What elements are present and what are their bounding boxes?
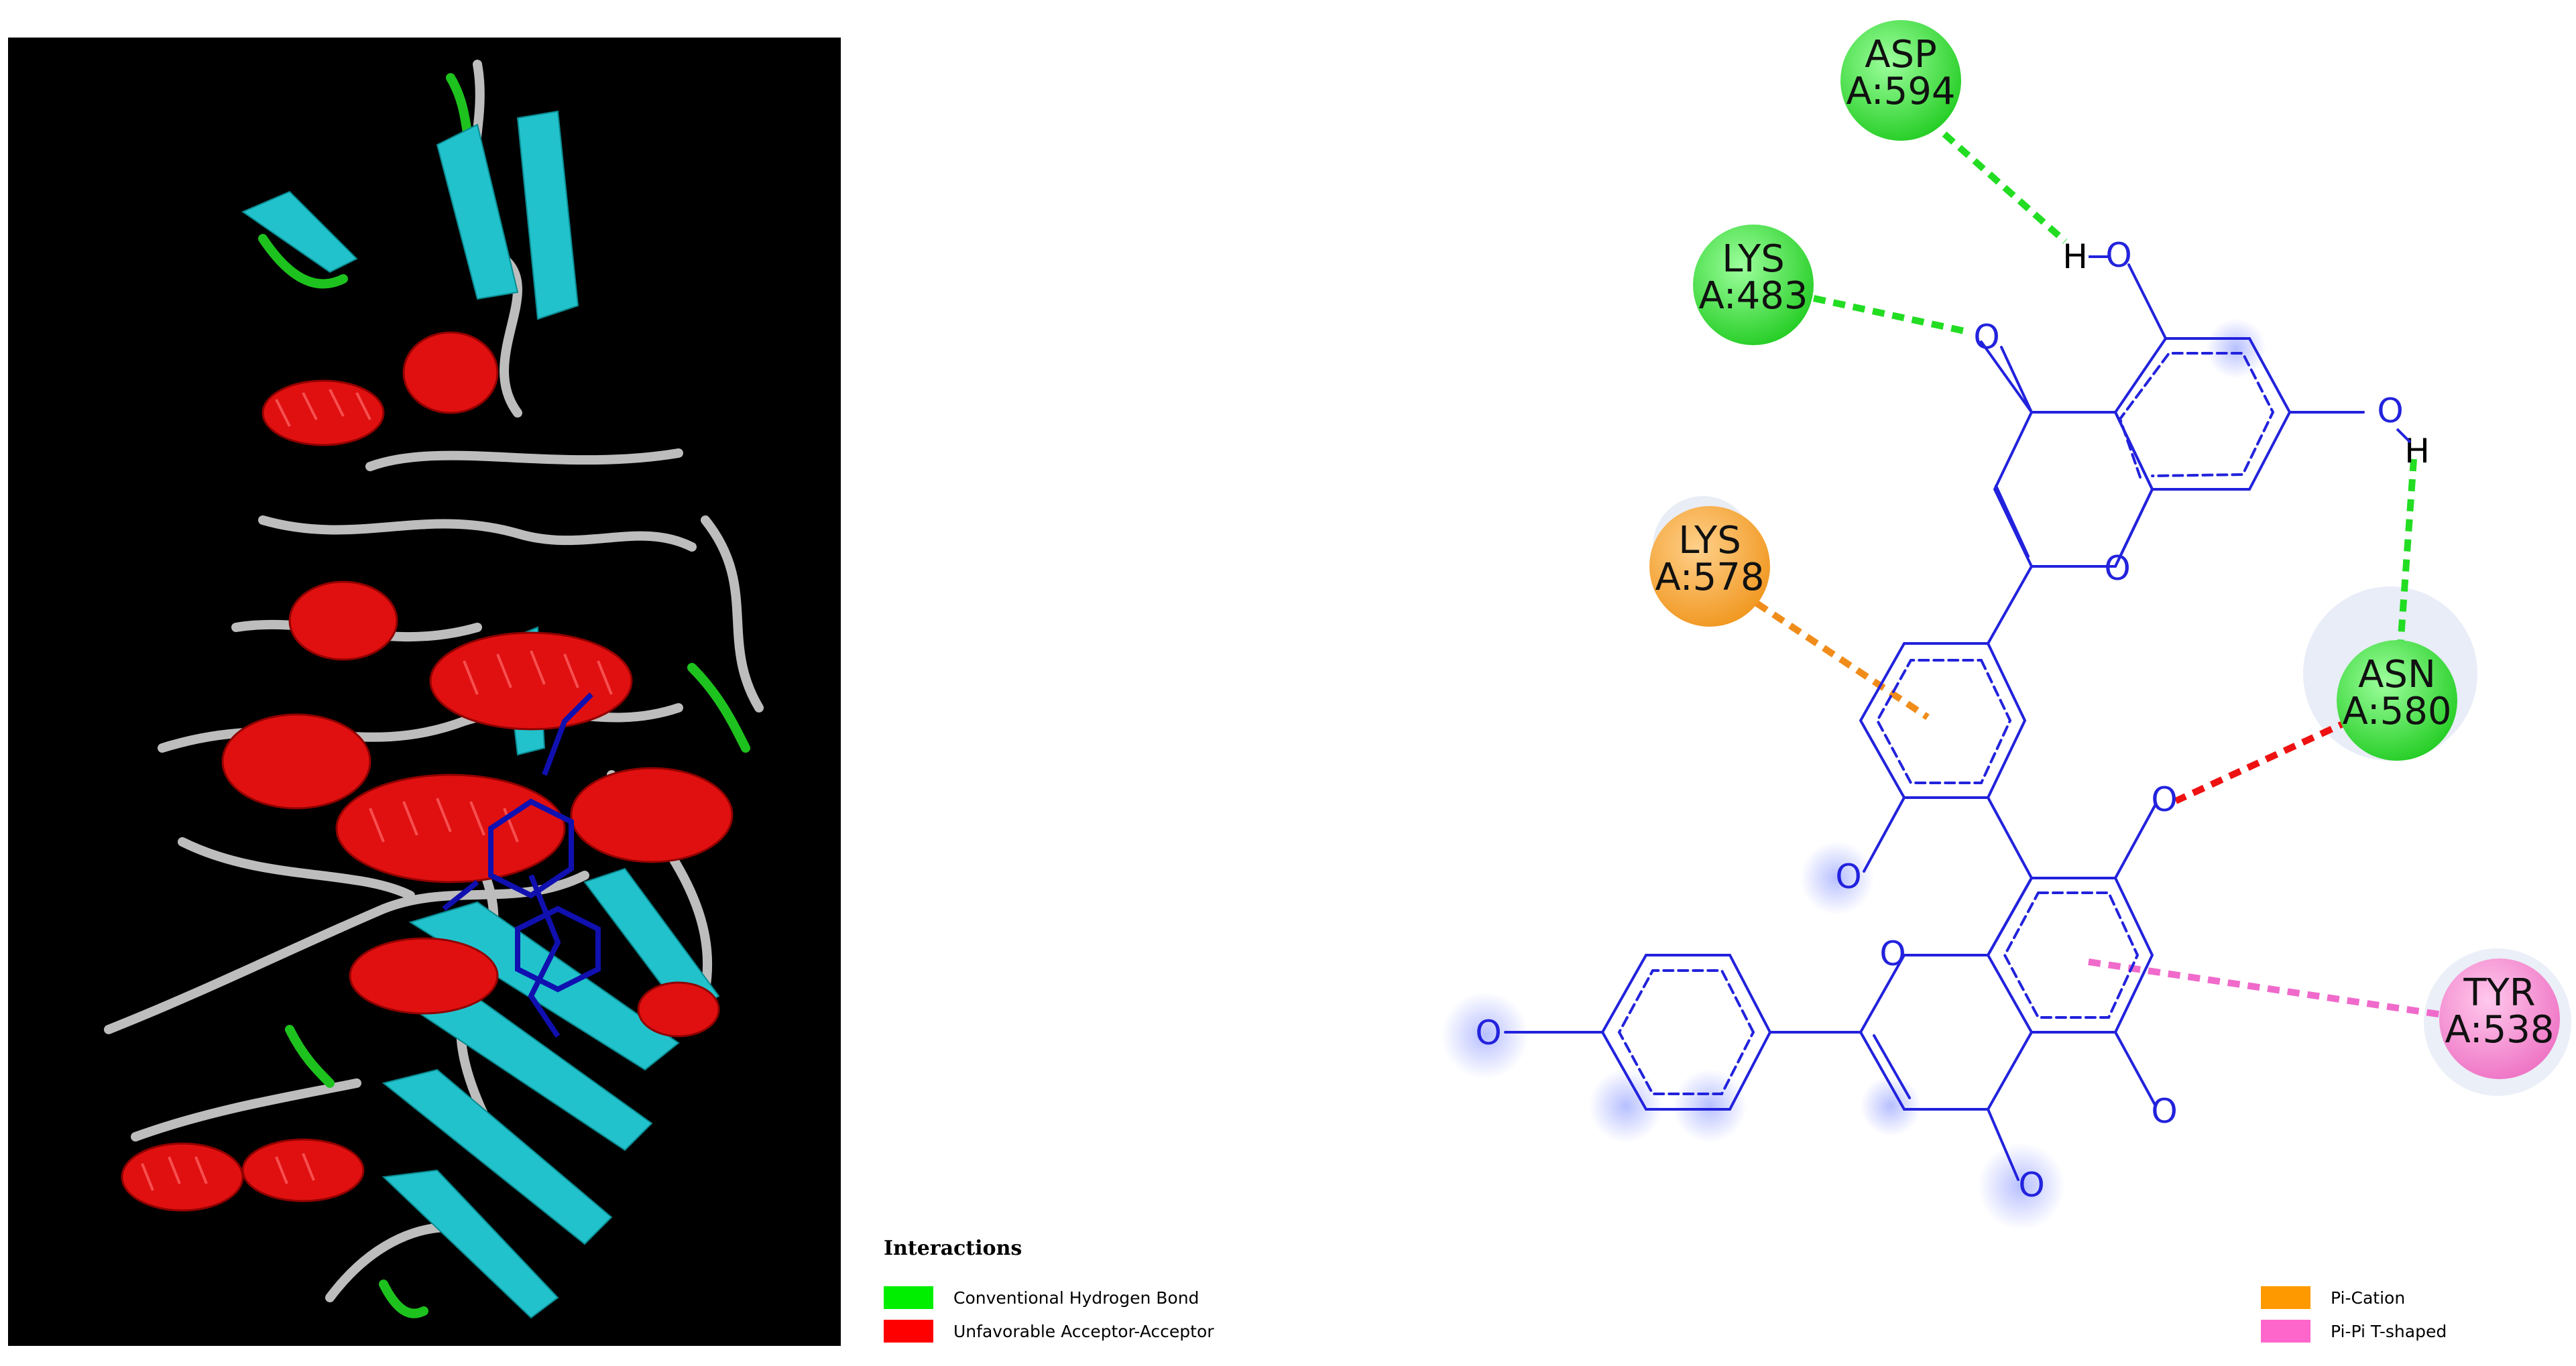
protein-ribbon-graphic (104, 60, 764, 1319)
acceptor-acceptor-line (2174, 717, 2352, 804)
atom-o-hydroxyl-top: O (2105, 236, 2131, 275)
residue-lys483-name: LYS (1722, 237, 1785, 281)
pi-pi-tshaped-line (2088, 958, 2448, 1019)
atom-o-hydroxyl-right: O (2377, 391, 2403, 430)
residue-asp594: ASP A:594 (1840, 20, 1961, 141)
residue-asn580-name: ASN (2358, 653, 2436, 696)
atom-o-carbonyl-bottom: O (2018, 1166, 2044, 1204)
protein-3d-render (8, 38, 841, 1346)
residue-asn580-pos: A:580 (2342, 690, 2451, 733)
residue-lys483-pos: A:483 (1698, 274, 1808, 318)
legend-label-hbond: Conventional Hydrogen Bond (953, 1288, 1199, 1308)
legend-label-pi-cation: Pi-Cation (2331, 1288, 2406, 1308)
legend-title: Interactions (884, 1237, 1022, 1260)
legend-item-hbond: Conventional Hydrogen Bond (884, 1286, 1199, 1310)
residue-lys578: LYS A:578 (1649, 506, 1770, 627)
residue-tyr538-name: TYR (2463, 971, 2535, 1015)
hbond-asp594-line (1942, 131, 2068, 244)
atom-o-carbonyl-top: O (1973, 318, 1999, 357)
ligand-structure (1504, 263, 2365, 1181)
legend-item-acceptor-acceptor: Unfavorable Acceptor-Acceptor (884, 1319, 1214, 1343)
atom-o-methoxy-right: O (2151, 780, 2177, 819)
atom-h-right: H (2404, 432, 2430, 471)
hydrogen-atoms: H H (2062, 237, 2430, 471)
legend-item-pi-cation: Pi-Cation (2261, 1286, 2405, 1310)
legend-swatch-pi-cation (2261, 1286, 2310, 1309)
ligand-atoms: O O O O O O O O O O (1475, 236, 2403, 1204)
residue-asp594-name: ASP (1865, 33, 1937, 76)
legend-swatch-acceptor-acceptor (884, 1320, 933, 1343)
atom-o-ring-top: O (2104, 549, 2130, 588)
atom-h-top: H (2062, 237, 2088, 276)
legend-label-acceptor-acceptor: Unfavorable Acceptor-Acceptor (953, 1321, 1214, 1341)
legend-label-pi-pi-tshaped: Pi-Pi T-shaped (2331, 1321, 2447, 1341)
residue-lys578-pos: A:578 (1655, 556, 1764, 599)
residue-asn580: ASN A:580 (2337, 640, 2457, 761)
hbond-asn580-line (2397, 458, 2417, 647)
residue-asp594-pos: A:594 (1846, 70, 1955, 113)
residue-lys483: LYS A:483 (1693, 225, 1814, 345)
atom-o-hydroxyl-bottom: O (2151, 1092, 2177, 1131)
atom-o-methoxy-far-left: O (1475, 1013, 1501, 1052)
hbond-lys483-line (1812, 295, 1969, 335)
legend-swatch-pi-pi-tshaped (2261, 1320, 2310, 1343)
residue-tyr538-pos: A:538 (2445, 1008, 2554, 1052)
solvent-halos (1442, 318, 2571, 1230)
atom-o-ring-bottom: O (1879, 934, 1906, 973)
interaction-lines (1755, 131, 2448, 1019)
pi-cation-line (1755, 600, 1930, 721)
atom-o-methoxy-left: O (1835, 857, 1861, 896)
legend-item-pi-pi-tshaped: Pi-Pi T-shaped (2261, 1319, 2447, 1343)
legend-swatch-hbond (884, 1286, 933, 1309)
oh-bond-right (2396, 428, 2412, 444)
residue-lys578-name: LYS (1678, 519, 1741, 562)
residue-tyr538: TYR A:538 (2439, 958, 2560, 1079)
